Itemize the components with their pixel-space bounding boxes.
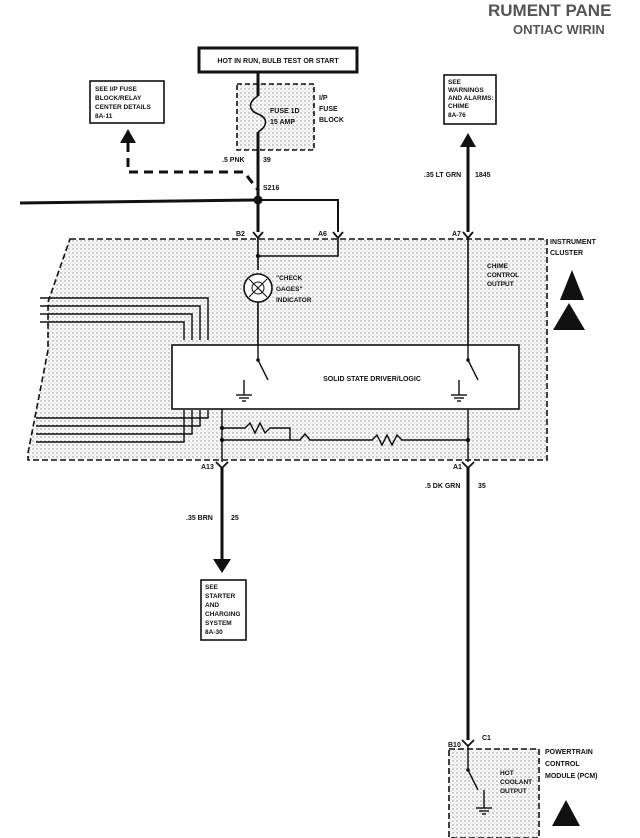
starter-ref-line-1: SEE: [205, 584, 219, 591]
fuse-block-label-2: FUSE: [319, 106, 338, 113]
left-harness-lines: [36, 297, 209, 443]
check-gages-line-3: INDICATOR: [276, 297, 312, 304]
fuse-ref-line-3: CENTER DETAILS: [95, 104, 152, 111]
esd-icon-pcm: [552, 800, 580, 826]
arrow-to-starter: [213, 559, 231, 573]
pcm-label-1: POWERTRAIN: [545, 749, 593, 756]
page-header-line1: RUMENT PANE: [488, 1, 611, 20]
connector-b2-label: B2: [236, 231, 245, 238]
connector-a6-label: A6: [318, 231, 327, 238]
chime-line-1: CHIME: [487, 263, 509, 270]
connector-c1-label: C1: [482, 735, 491, 742]
connector-a13: [215, 461, 229, 470]
connector-a6: [332, 231, 344, 240]
fuse-block-label-1: I/P: [319, 95, 328, 102]
power-source-box: HOT IN RUN, BULB TEST OR START: [197, 46, 359, 74]
warn-ref-line-3: AND ALARMS:: [448, 95, 494, 102]
ltgrn-wire-circuit: 1845: [475, 172, 491, 179]
fuse-rating: 15 AMP: [270, 119, 295, 126]
check-gages-line-2: GAGES": [276, 286, 303, 293]
power-source-label: HOT IN RUN, BULB TEST OR START: [217, 58, 339, 65]
starter-ref-line-6: 8A-30: [205, 629, 223, 636]
pcm-output-line-2: COOLANT: [500, 779, 532, 786]
fuse-name: FUSE 1D: [270, 108, 300, 115]
arrow-to-warnings: [460, 133, 476, 147]
warn-ref-line-1: SEE: [448, 79, 462, 86]
connector-b10-label: B10: [448, 742, 461, 749]
cluster-lower-wiring: [221, 409, 469, 462]
warn-ref-line-5: 8A-76: [448, 112, 466, 119]
starter-ref-line-3: AND: [205, 602, 219, 609]
chime-line-3: OUTPUT: [487, 281, 514, 288]
pcm-label-3: MODULE (PCM): [545, 773, 598, 780]
starter-ref-line-5: SYSTEM: [205, 620, 232, 627]
splice-label: S216: [263, 185, 279, 192]
fuse-symbol: [249, 95, 267, 133]
dkgrn-wire-circuit: 35: [478, 483, 486, 490]
cluster-label-2: CLUSTER: [550, 250, 583, 257]
esd-icon-2: [553, 303, 585, 330]
dashed-fuse-ref-lead: [126, 143, 260, 191]
connector-a7: [462, 231, 474, 240]
ltgrn-wire-label: .35 LT GRN: [424, 172, 461, 179]
driver-logic-box: SOLID STATE DRIVER/LOGIC: [171, 344, 520, 410]
connector-b10: [461, 739, 475, 748]
driver-logic-label: SOLID STATE DRIVER/LOGIC: [323, 376, 421, 383]
starter-reference: SEE STARTER AND CHARGING SYSTEM 8A-30: [200, 579, 247, 641]
fuse-block-reference: SEE I/P FUSE BLOCK/RELAY CENTER DETAILS …: [89, 80, 165, 124]
pcm-module: HOT COOLANT OUTPUT POWERTRAIN CONTROL MO…: [448, 746, 598, 838]
check-gages-line-1: "CHECK: [276, 275, 302, 282]
warn-ref-line-2: WARNINGS: [448, 87, 484, 94]
page-header-line2: ONTIAC WIRIN: [513, 22, 605, 37]
starter-ref-line-4: CHARGING: [205, 611, 240, 618]
starter-ref-line-2: STARTER: [205, 593, 236, 600]
arrow-to-fuse-ref: [120, 129, 136, 143]
warnings-reference: SEE WARNINGS AND ALARMS: CHIME 8A-76: [443, 74, 497, 125]
pcm-label-2: CONTROL: [545, 761, 580, 768]
brn-wire-label: .35 BRN: [186, 515, 213, 522]
fuse-block: FUSE 1D 15 AMP I/P FUSE BLOCK: [236, 72, 344, 151]
connector-b2: [252, 231, 264, 240]
connector-a7-label: A7: [452, 231, 461, 238]
dkgrn-wire-label: .5 DK GRN: [425, 483, 460, 490]
connector-a1: [461, 461, 475, 470]
esd-icon-1: [560, 270, 584, 300]
pnk-wire-label: .5 PNK: [222, 157, 245, 164]
fuse-ref-line-2: BLOCK/RELAY: [95, 95, 142, 102]
brn-wire-circuit: 25: [231, 515, 239, 522]
pnk-wire-circuit: 39: [263, 157, 271, 164]
cluster-label-1: INSTRUMENT: [550, 239, 597, 246]
connector-a13-label: A13: [201, 464, 214, 471]
chime-line-2: CONTROL: [487, 272, 519, 279]
fuse-ref-line-1: SEE I/P FUSE: [95, 86, 137, 93]
pcm-output-line-1: HOT: [500, 770, 514, 777]
connector-a1-label: A1: [453, 464, 462, 471]
pcm-output-line-3: OUTPUT: [500, 788, 527, 795]
fuse-ref-line-4: 8A-11: [95, 113, 113, 120]
warn-ref-line-4: CHIME: [448, 103, 470, 110]
fuse-block-label-3: BLOCK: [319, 117, 344, 124]
